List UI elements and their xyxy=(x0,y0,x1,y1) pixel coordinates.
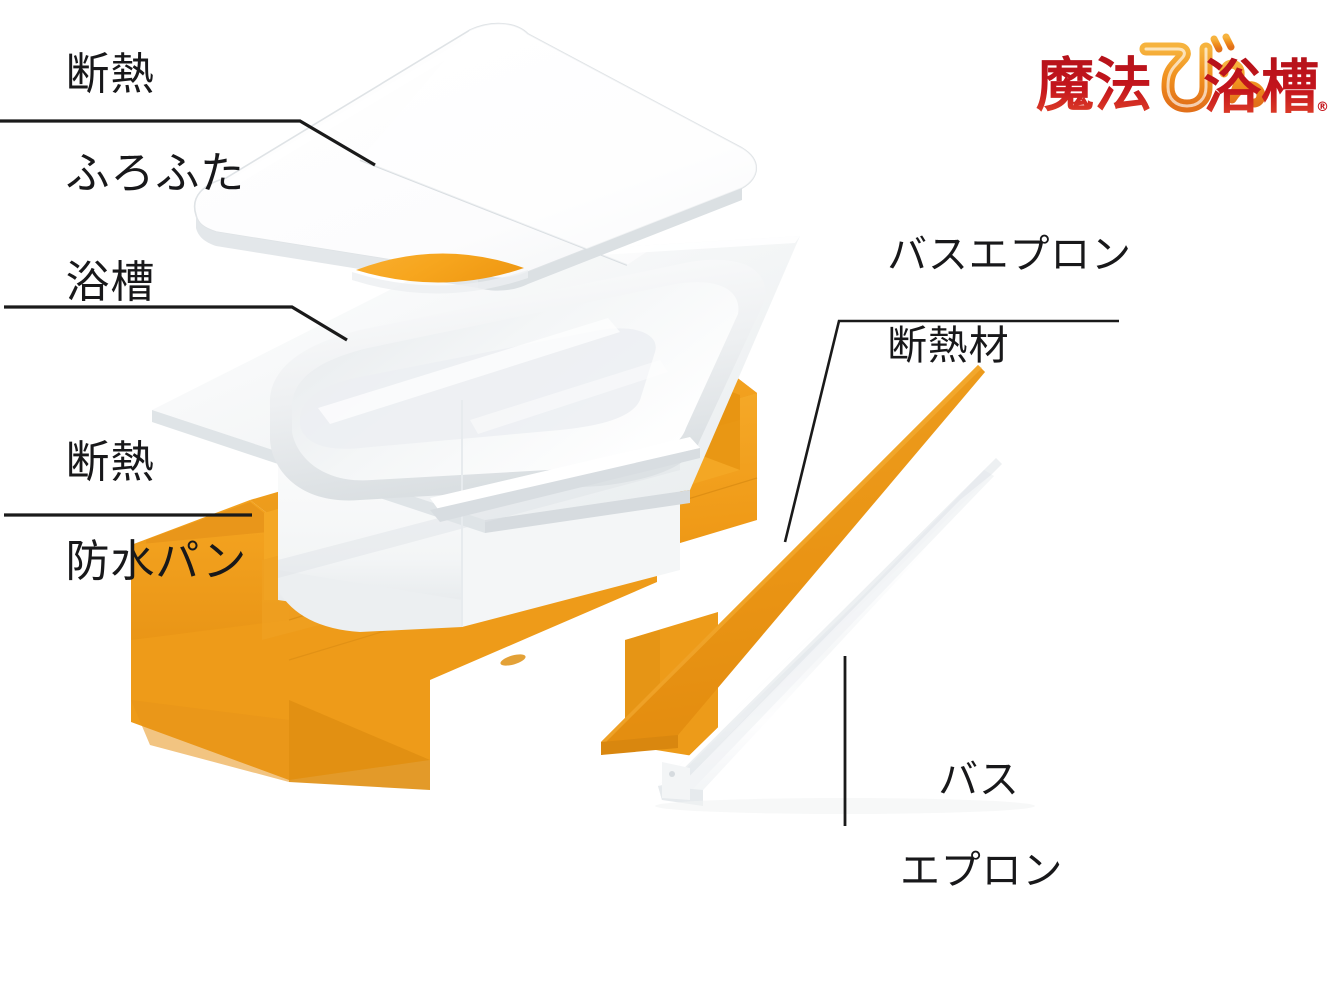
label-lid-line2: ふろふた xyxy=(65,148,245,200)
label-pan-line2: 防水パン xyxy=(65,536,248,588)
logo-bin-glyph xyxy=(1139,33,1266,113)
label-lid-line1: 断熱 xyxy=(65,48,156,100)
label-bathtub: 浴槽 xyxy=(6,208,155,357)
label-pan-line1: 断熱 xyxy=(65,436,156,488)
label-apron-insulation: バスエプロン 断熱材 xyxy=(833,188,1132,414)
label-pan: 断熱 防水パン xyxy=(6,388,247,637)
label-lid: 断熱 ふろふた xyxy=(6,0,245,249)
label-apron: バス エプロン xyxy=(884,713,1063,984)
logo-text-mahou: 魔法 xyxy=(1036,51,1152,115)
logo-registered-mark: ® xyxy=(1316,100,1328,115)
label-apron-insulation-line1: バスエプロン xyxy=(887,232,1132,279)
diagram-canvas: 断熱 ふろふた 浴槽 断熱 防水パン バスエプロン 断熱材 バス エプロン xyxy=(0,0,1328,894)
logo-text-yokuso: 浴槽 xyxy=(1203,53,1319,115)
label-apron-line1: バス xyxy=(938,757,1020,804)
label-bathtub-line1: 浴槽 xyxy=(65,256,156,308)
label-apron-insulation-line2: 断熱材 xyxy=(887,322,1010,369)
label-apron-line2: エプロン xyxy=(900,847,1064,894)
part-bathtub xyxy=(152,236,800,632)
product-illustration xyxy=(131,22,1007,806)
part-lid xyxy=(193,22,758,294)
brand-logo: 魔法 浴槽 ® xyxy=(1036,33,1328,115)
